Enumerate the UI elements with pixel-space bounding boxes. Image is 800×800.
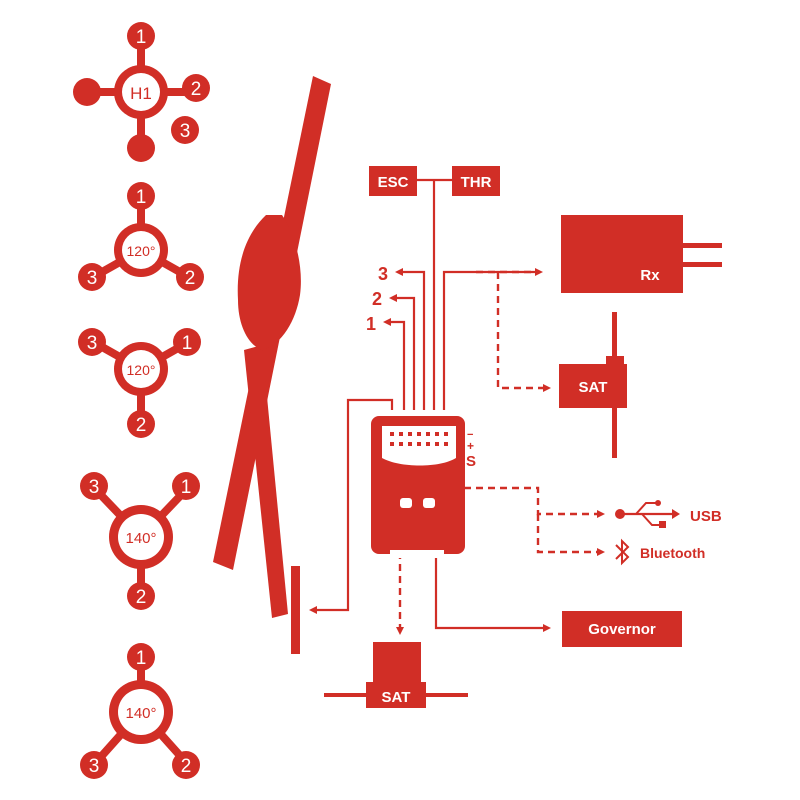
usb-label: USB <box>690 508 722 525</box>
satellite-top: SAT <box>559 312 627 458</box>
servo-output-label: 2 <box>372 289 382 309</box>
servo-number: 2 <box>191 79 202 100</box>
esc-label: ESC <box>378 174 409 191</box>
bluetooth-connection: Bluetooth <box>615 538 705 566</box>
servo-number: 3 <box>89 477 100 498</box>
flybarless-unit-icon: − + S <box>371 416 476 558</box>
swashplate-center-label: 120° <box>127 362 156 378</box>
usb-icon <box>615 500 680 528</box>
sat-label: SAT <box>579 379 608 396</box>
wiring <box>309 178 551 632</box>
swashplate-120-a: 120° 1 2 3 <box>78 182 204 291</box>
servo-number: 1 <box>136 27 147 48</box>
thr-box: THR <box>452 166 500 196</box>
thr-label: THR <box>461 174 492 191</box>
sat-label: SAT <box>382 689 411 706</box>
port-plus: + <box>467 439 474 453</box>
swashplate-120-b: 120° 1 2 3 <box>78 328 201 438</box>
servo-number: 3 <box>87 268 98 289</box>
servo-number: 1 <box>136 648 147 669</box>
bluetooth-icon <box>615 538 630 566</box>
servo-output-label: 3 <box>378 264 388 284</box>
servo-number: 3 <box>180 121 191 142</box>
rx-label: Rx <box>640 267 660 284</box>
swashplate-center-label: 140° <box>125 530 156 547</box>
swashplate-center-label: 120° <box>127 243 156 259</box>
swashplate-h1: H1 1 2 3 <box>73 22 210 162</box>
servo-number: 2 <box>181 756 192 777</box>
dashed-links <box>396 268 605 635</box>
governor-box: Governor <box>562 611 682 647</box>
antenna <box>680 243 722 248</box>
servo-number: 2 <box>136 415 147 436</box>
swashplate-center-label: 140° <box>125 705 156 722</box>
servo-number: 3 <box>89 756 100 777</box>
servo-number: 1 <box>181 477 192 498</box>
bluetooth-label: Bluetooth <box>640 545 705 561</box>
servo-output-label: 1 <box>366 314 376 334</box>
servo-number: 1 <box>136 187 147 208</box>
swashplate-140-a: 140° 1 2 3 <box>80 472 200 610</box>
servo-number: 2 <box>185 268 196 289</box>
port-minus: − <box>467 429 473 441</box>
servo-number: 2 <box>136 587 147 608</box>
esc-box: ESC <box>369 166 417 196</box>
helicopter-rotor-icon <box>213 76 331 654</box>
swashplate-140-b: 140° 1 2 3 <box>80 643 200 779</box>
servo-number: 1 <box>182 333 193 354</box>
satellite-bottom: SAT <box>324 642 468 708</box>
rx-receiver: Rx <box>561 215 722 293</box>
governor-label: Governor <box>588 621 656 638</box>
servo-number: 3 <box>87 333 98 354</box>
port-s-label: S <box>466 453 476 470</box>
swashplate-center-label: H1 <box>130 84 152 103</box>
usb-connection: USB <box>615 500 722 528</box>
antenna <box>680 262 722 267</box>
